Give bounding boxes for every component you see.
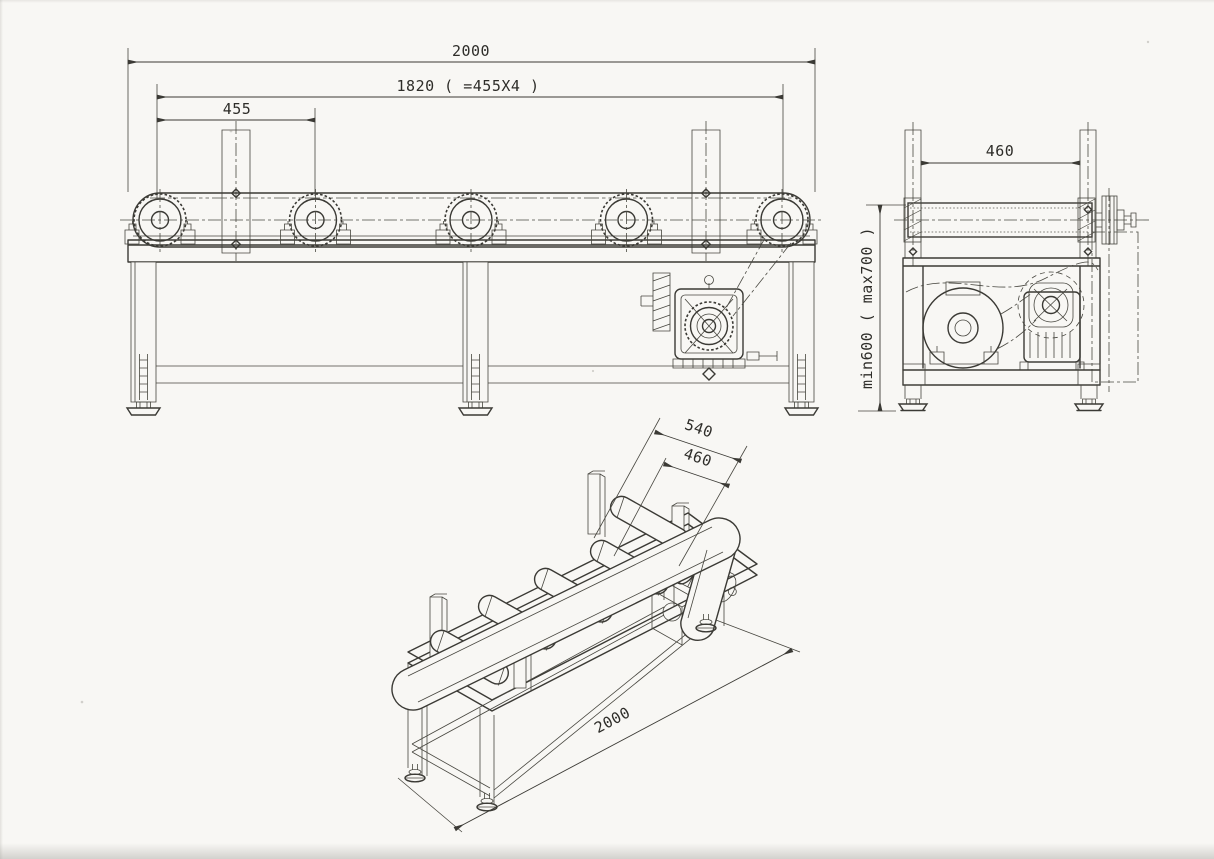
- drive-chain: [724, 237, 792, 317]
- dimension-line-540: [653, 429, 743, 464]
- iso-post-rear-left: [587, 470, 606, 538]
- gearbox-base: [672, 358, 746, 369]
- extension-lines: [593, 417, 748, 567]
- dimension-roller-width: 460: [920, 142, 1081, 166]
- side-leg-right: [1073, 385, 1105, 412]
- drive-belt: [996, 293, 1037, 350]
- drive-sprocket-bore: [701, 318, 717, 334]
- dimension-line-2000: [453, 647, 794, 832]
- dim-frame-width-label: 540: [682, 415, 715, 441]
- motor-terminal-box: [945, 281, 981, 296]
- dim-roller-width-label: 460: [986, 142, 1015, 160]
- side-frame: [902, 257, 1101, 386]
- dim-belt-height-label: min600 ( max700 ): [858, 227, 876, 389]
- gearbox-input-shaft: [1041, 295, 1061, 315]
- dim-sprocket-pitch-label: 455: [223, 100, 252, 118]
- motor-feet: [929, 346, 999, 365]
- motor-shaft: [954, 319, 972, 337]
- dimension-belt-height: min600 ( max700 ): [858, 204, 906, 412]
- gearbox-face: [680, 294, 738, 354]
- dimension-overall-length: 2000: [127, 42, 816, 65]
- gearbox-mount-bolt: [702, 367, 716, 381]
- chain-tensioner: [746, 351, 778, 361]
- scan-edge-left: [0, 0, 3, 859]
- leg-left: [126, 261, 161, 416]
- gearbox-input-face: [1028, 282, 1074, 328]
- side-view: 460 min600 ( max700 ): [858, 122, 1150, 412]
- side-post-bolts: [908, 205, 1093, 257]
- gearbox-base: [1019, 361, 1085, 371]
- side-bottom-rail: [902, 369, 1101, 386]
- drive-sprocket: [689, 306, 729, 346]
- gearbox-pulley-phantom: [1017, 271, 1085, 339]
- side-leg-left: [897, 385, 929, 412]
- extension-lines: [397, 619, 801, 833]
- dim-overall-length-label: 2000: [452, 42, 490, 60]
- side-gearbox: [996, 271, 1085, 371]
- roller-drive-pulley: [1091, 188, 1139, 392]
- gearbox-input-boss: [1033, 287, 1069, 323]
- scan-shadow-bottom: [0, 843, 1214, 859]
- extension-lines: [127, 48, 816, 198]
- gearbox-face-ribs: [1033, 288, 1068, 322]
- dim-sprocket-span-label: 1820 ( =455X4 ): [397, 77, 540, 95]
- scan-specks: [80, 40, 1150, 704]
- dimension-line-460: [662, 461, 731, 489]
- drive-shaft: [640, 295, 653, 307]
- leg-middle: [458, 261, 493, 416]
- leg-right: [784, 261, 819, 416]
- dimension-sprocket-span: 1820 ( =455X4 ): [156, 77, 784, 100]
- scan-edge-top: [0, 0, 1214, 3]
- frame-top-rail: [127, 239, 816, 263]
- motor-body: [922, 287, 1004, 369]
- drive-sprocket-hub: [696, 313, 722, 339]
- isometric-view: 540 460 2000: [391, 415, 801, 833]
- roller-bearing-left: [903, 197, 922, 243]
- side-rail-end-blocks: [902, 363, 1101, 386]
- gearbox-housing-ribs: [1029, 332, 1071, 358]
- motor-hub: [947, 312, 979, 344]
- dimension-sprocket-pitch: 455: [156, 100, 316, 123]
- belt-outline: [132, 192, 811, 248]
- roller-surface-lines: [910, 207, 1090, 233]
- motor: [922, 281, 1004, 369]
- dim-length-label: 2000: [591, 703, 633, 737]
- front-view: 2000 1820 ( =455X4 ) 455: [120, 42, 823, 416]
- dim-roller-width-label: 460: [681, 444, 714, 470]
- roller-bearing-right: [1077, 197, 1096, 243]
- drive-sprocket-teeth: [684, 301, 734, 351]
- extension-lines: [858, 204, 906, 412]
- drive-pulley: [652, 272, 671, 332]
- gearbox-breather-cap: [704, 275, 714, 285]
- drive-unit: [640, 237, 792, 381]
